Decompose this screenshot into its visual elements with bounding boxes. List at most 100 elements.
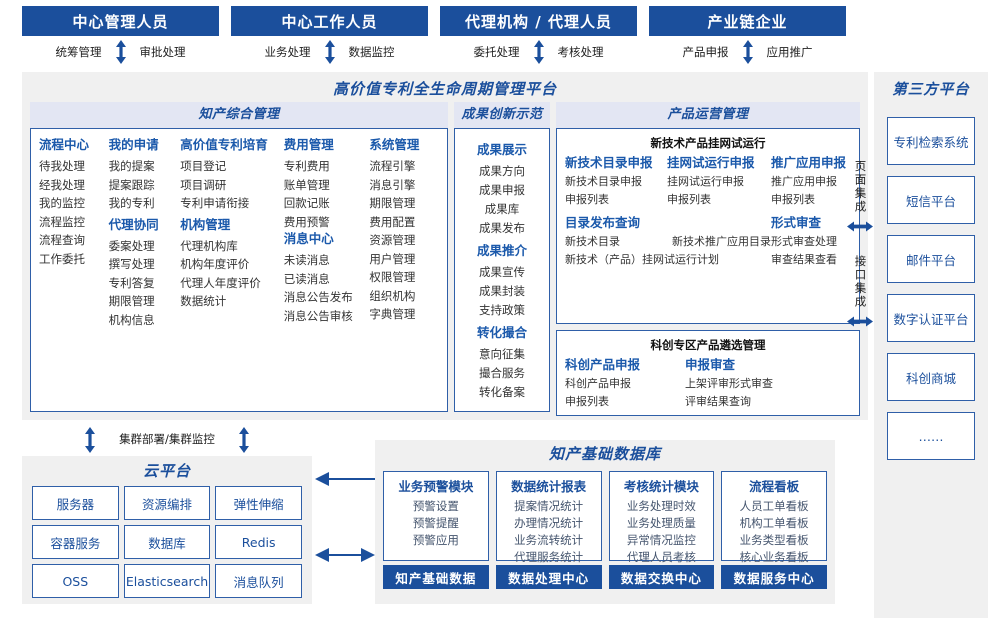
menu-item[interactable]: 未读消息 [283,253,330,267]
menu-item[interactable]: 新技术推广应用目录 [672,235,771,248]
menu-item[interactable]: 字典管理 [369,307,416,321]
cloud-item-elasticsearch[interactable]: Elasticsearch [123,564,211,598]
menu-item[interactable]: 转化备案 [479,385,525,399]
db-item[interactable]: 业务类型看板 [739,533,809,547]
menu-item[interactable]: 上架评审形式审查 [685,377,773,390]
db-item[interactable]: 代理人员考核 [626,550,696,564]
actor-card-3[interactable]: 产业链企业 产品申报 应用推广 [649,6,846,68]
menu-item[interactable]: 用户管理 [369,251,416,266]
menu-item[interactable]: 意向征集 [479,347,525,361]
menu-item[interactable]: 申报列表 [565,192,609,206]
menu-item[interactable]: 挂网试运行申报 [667,175,744,188]
menu-item[interactable]: 费用预警 [283,214,330,229]
cloud-item-container[interactable]: 容器服务 [32,525,119,559]
third-party-item-mall[interactable]: 科创商城 [887,353,975,401]
menu-item[interactable]: 项目登记 [180,159,227,173]
menu-item[interactable]: 我的专利 [108,196,155,210]
third-party-item-email[interactable]: 邮件平台 [887,235,975,283]
db-footer[interactable]: 数据服务中心 [721,565,827,589]
menu-item[interactable]: 权限管理 [369,270,416,284]
cloud-item-orchestration[interactable]: 资源编排 [123,486,211,520]
menu-item[interactable]: 成果申报 [479,183,525,197]
menu-item[interactable]: 成果发布 [479,221,525,235]
db-item[interactable]: 预警设置 [412,499,459,513]
menu-item[interactable]: 推广应用申报 [771,175,837,188]
cloud-item-autoscale[interactable]: 弹性伸缩 [215,486,302,520]
menu-item[interactable]: 申报列表 [565,394,609,408]
menu-item[interactable]: 资源管理 [369,233,416,247]
menu-item[interactable]: 专利答复 [108,275,155,290]
actor-card-2[interactable]: 代理机构 / 代理人员 委托处理 考核处理 [440,6,637,68]
third-party-item-patent-search[interactable]: 专利检索系统 [887,117,975,165]
third-party-item-sms[interactable]: 短信平台 [887,176,975,224]
menu-item[interactable]: 消息公告审核 [283,308,353,323]
menu-item[interactable]: 期限管理 [369,196,416,210]
menu-item[interactable]: 新技术目录申报 [565,175,642,188]
db-item[interactable]: 业务处理质量 [626,516,696,530]
menu-item[interactable]: 我的监控 [39,196,85,210]
menu-item[interactable]: 申报列表 [667,192,711,206]
db-item[interactable]: 预警提醒 [412,516,459,530]
menu-item[interactable]: 委案处理 [108,238,155,253]
menu-item[interactable]: 消息公告发布 [283,290,353,304]
db-item[interactable]: 业务流转统计 [514,533,584,547]
menu-item[interactable]: 已读消息 [283,271,330,286]
menu-item[interactable]: 撮合服务 [479,366,525,380]
menu-item[interactable]: 申报列表 [771,192,815,206]
menu-item[interactable]: 形式审查处理 [771,235,837,248]
menu-item[interactable]: 代理机构库 [180,238,238,253]
db-item[interactable]: 预警应用 [412,533,459,547]
menu-item[interactable]: 组织机构 [369,288,416,303]
menu-item[interactable]: 流程查询 [39,233,85,247]
menu-item[interactable]: 审查结果查看 [771,252,837,266]
db-item[interactable]: 代理服务统计 [514,550,584,564]
menu-item[interactable]: 机构年度评价 [180,257,250,271]
db-item[interactable]: 办理情况统计 [514,516,584,530]
third-party-item-ca[interactable]: 数字认证平台 [887,294,975,342]
menu-item[interactable]: 提案跟踪 [108,177,155,192]
actor-card-0[interactable]: 中心管理人员 统筹管理 审批处理 [22,6,219,68]
menu-item[interactable]: 数据统计 [180,294,227,308]
menu-item[interactable]: 专利申请衔接 [180,196,250,210]
menu-item[interactable]: 成果库 [484,202,520,216]
actor-card-1[interactable]: 中心工作人员 业务处理 数据监控 [231,6,428,68]
menu-item[interactable]: 账单管理 [283,177,330,192]
menu-item[interactable]: 成果方向 [479,164,525,178]
menu-item[interactable]: 成果宣传 [479,265,525,279]
db-footer[interactable]: 数据处理中心 [495,565,602,589]
menu-item[interactable]: 流程监控 [39,214,85,229]
menu-item[interactable]: 流程引擎 [369,159,416,173]
menu-item[interactable]: 工作委托 [39,251,85,266]
db-footer[interactable]: 知产基础数据 [383,565,489,589]
cloud-item-redis[interactable]: Redis [215,525,302,559]
menu-item[interactable]: 代理人年度评价 [180,275,261,290]
menu-item[interactable]: 成果封装 [479,284,525,298]
db-item[interactable]: 异常情况监控 [626,533,696,547]
db-item[interactable]: 核心业务看板 [739,550,809,564]
cloud-item-server[interactable]: 服务器 [32,486,119,520]
menu-item[interactable]: 期限管理 [108,294,155,308]
third-party-item-more[interactable]: …… [887,412,975,460]
cloud-item-database[interactable]: 数据库 [123,525,211,559]
menu-item[interactable]: 机构信息 [108,312,155,327]
menu-item[interactable]: 消息引擎 [369,177,416,192]
cloud-item-oss[interactable]: OSS [32,564,119,598]
menu-item[interactable]: 待我处理 [39,159,85,173]
menu-item[interactable]: 撰写处理 [108,257,155,271]
menu-item[interactable]: 专利费用 [283,159,330,173]
cloud-item-mq[interactable]: 消息队列 [215,564,302,598]
db-item[interactable]: 机构工单看板 [739,516,809,530]
menu-item[interactable]: 项目调研 [180,177,227,192]
menu-item[interactable]: 新技术（产品）挂网试运行计划 [565,252,719,266]
menu-item[interactable]: 经我处理 [39,177,85,192]
menu-item[interactable]: 科创产品申报 [565,377,631,390]
db-footer[interactable]: 数据交换中心 [608,565,715,589]
menu-item[interactable]: 评审结果查询 [685,394,751,408]
menu-item[interactable]: 回款记账 [283,196,330,210]
db-item[interactable]: 业务处理时效 [626,499,696,513]
menu-item[interactable]: 我的提案 [108,159,155,173]
menu-item[interactable]: 新技术目录 [565,235,620,248]
menu-item[interactable]: 费用配置 [369,214,416,229]
menu-item[interactable]: 支持政策 [479,303,525,317]
db-item[interactable]: 提案情况统计 [514,499,584,513]
